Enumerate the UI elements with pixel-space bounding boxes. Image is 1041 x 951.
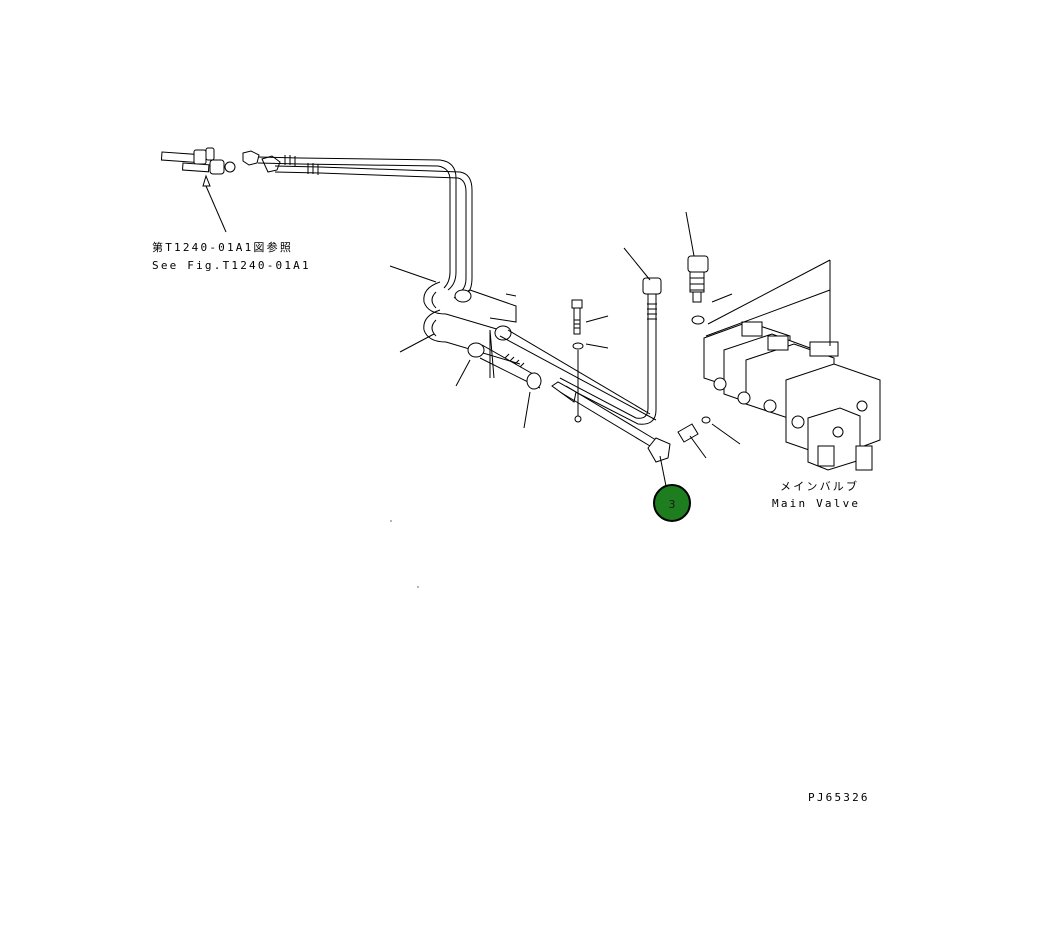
main-valve-body	[703, 321, 881, 471]
callout-3[interactable]: 3	[653, 484, 691, 522]
figure-code: PJ65326	[808, 791, 870, 804]
reference-label-jp: 第T1240-01A1図参照	[152, 240, 293, 254]
tube-loops	[423, 281, 657, 421]
main-valve-label-en: Main Valve	[772, 497, 860, 510]
hose-end-fittings	[160, 147, 281, 175]
leader-lines	[202, 174, 831, 487]
bent-tube	[551, 277, 671, 463]
reference-label-en: See Fig.T1240-01A1	[152, 259, 311, 272]
callout-number: 3	[669, 498, 676, 511]
hose-lines	[257, 155, 473, 297]
main-valve-label-jp: メインバルブ	[780, 479, 859, 493]
bolt-and-washer	[571, 299, 584, 423]
callout-circle[interactable]	[653, 484, 691, 522]
valve-fittings	[677, 255, 711, 443]
